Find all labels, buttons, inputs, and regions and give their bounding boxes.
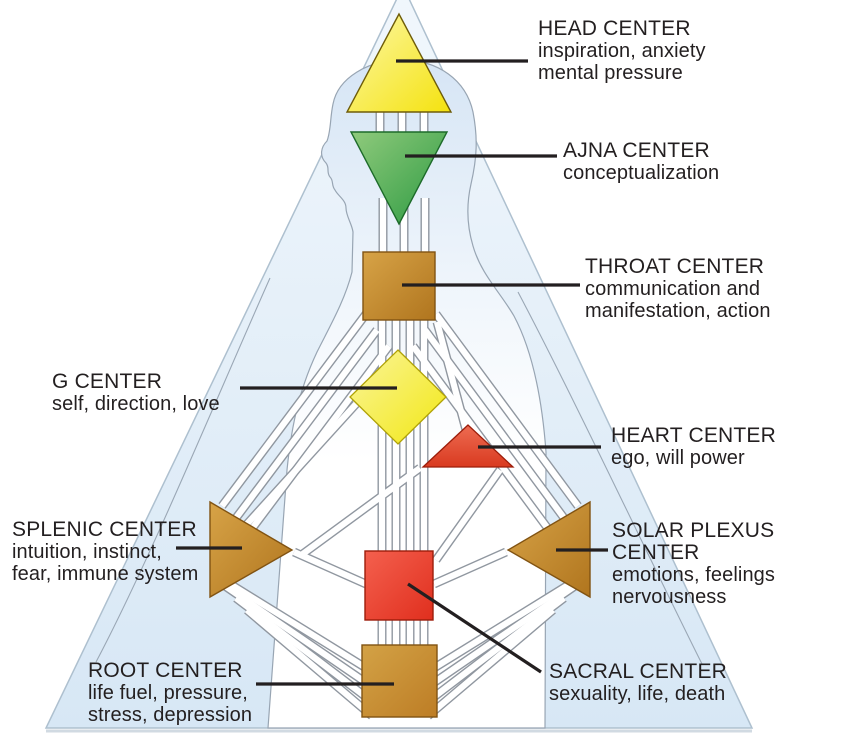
center-desc-line: fear, immune system bbox=[12, 563, 199, 585]
g-center-label: G CENTER self, direction, love bbox=[52, 370, 220, 416]
root-center-label: ROOT CENTER life fuel, pressure, stress,… bbox=[88, 659, 253, 727]
center-title: THROAT CENTER bbox=[585, 255, 765, 278]
g-center-shape bbox=[349, 349, 447, 445]
solar-plexus-center-label: SOLAR PLEXUS CENTER emotions, feelings n… bbox=[612, 519, 776, 609]
head-center-shape bbox=[345, 12, 453, 113]
sacral-pointer-line bbox=[407, 582, 542, 674]
center-desc-line: sexuality, life, death bbox=[549, 683, 726, 705]
right-arm-contour bbox=[517, 291, 703, 665]
center-desc-line: self, direction, love bbox=[52, 393, 220, 415]
channels bbox=[211, 100, 589, 720]
center-title: HEAD CENTER bbox=[538, 17, 691, 40]
ajna-center-label: AJNA CENTER conceptualization bbox=[563, 139, 720, 185]
center-title: G CENTER bbox=[52, 370, 163, 393]
center-desc-line: ego, will power bbox=[611, 447, 745, 469]
pointer-lines bbox=[176, 59, 608, 686]
root-center-shape bbox=[361, 644, 438, 718]
splenic-center-label: SPLENIC CENTER intuition, instinct, fear… bbox=[12, 518, 199, 586]
center-title: SACRAL CENTER bbox=[549, 660, 728, 683]
center-desc-line: nervousness bbox=[612, 586, 727, 608]
center-title: SOLAR PLEXUS bbox=[612, 519, 775, 542]
center-title: ROOT CENTER bbox=[88, 659, 243, 682]
center-desc-line: communication and bbox=[585, 278, 761, 300]
center-desc-line: conceptualization bbox=[563, 162, 720, 184]
center-title: AJNA CENTER bbox=[563, 139, 710, 162]
center-desc-line: life fuel, pressure, bbox=[88, 682, 248, 704]
center-title: HEART CENTER bbox=[611, 424, 776, 447]
throat-center-label: THROAT CENTER communication and manifest… bbox=[585, 255, 771, 323]
center-desc-line: emotions, feelings bbox=[612, 564, 776, 586]
center-desc-line: stress, depression bbox=[88, 704, 253, 726]
center-desc-line: intuition, instinct, bbox=[12, 541, 162, 563]
center-desc-line: manifestation, action bbox=[585, 300, 771, 322]
sacral-center-shape bbox=[364, 550, 434, 621]
head-center-label: HEAD CENTER inspiration, anxiety mental … bbox=[538, 17, 706, 85]
center-desc-line: mental pressure bbox=[538, 62, 683, 84]
center-title: CENTER bbox=[612, 541, 700, 564]
sacral-center-label: SACRAL CENTER sexuality, life, death bbox=[549, 660, 728, 706]
center-title: SPLENIC CENTER bbox=[12, 518, 197, 541]
heart-center-label: HEART CENTER ego, will power bbox=[611, 424, 776, 470]
center-desc-line: inspiration, anxiety bbox=[538, 40, 706, 62]
left-arm-contour bbox=[95, 277, 271, 663]
